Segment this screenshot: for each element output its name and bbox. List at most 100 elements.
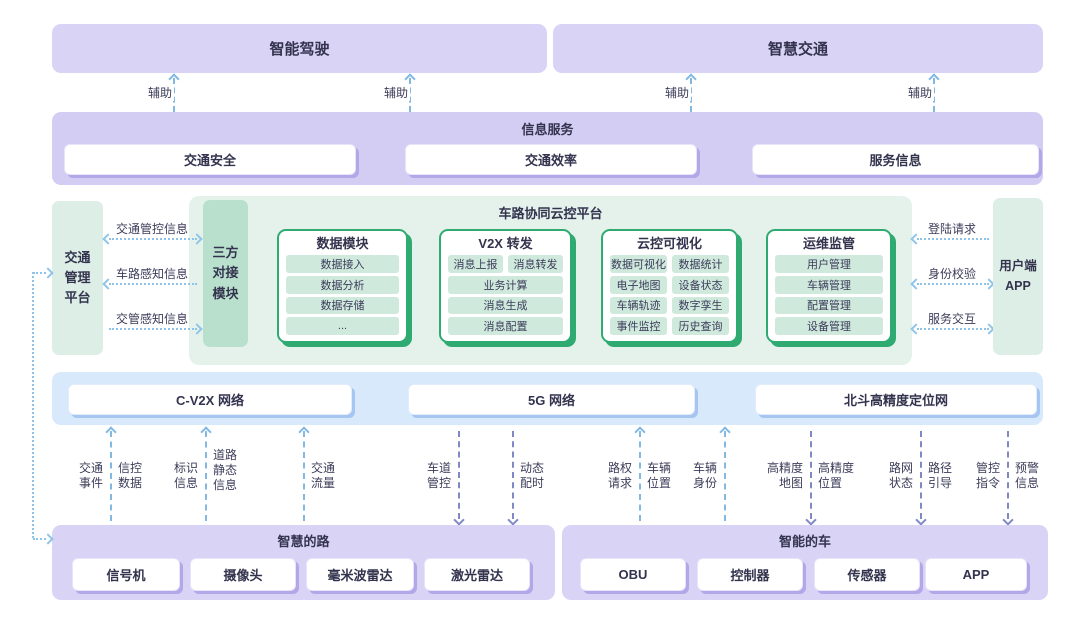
- link-label-road-perception-info: 车路感知信息: [115, 267, 188, 281]
- module-item: 数据可视化: [610, 255, 667, 273]
- info-item-traffic-efficiency: 交通效率: [405, 144, 697, 175]
- flow-label-row-request: 路权 请求: [607, 461, 632, 490]
- flow-label-route-guidance: 路径 引导: [928, 461, 953, 490]
- module-item: 数据存储: [286, 296, 399, 315]
- arrow-down-icon: [915, 514, 927, 526]
- road-item-lidar: 激光雷达: [424, 558, 530, 591]
- flow-label-warning-info: 预警 信息: [1015, 461, 1040, 490]
- link-line: [917, 328, 989, 330]
- road-item-signal-machine: 信号机: [72, 558, 180, 591]
- module-item: 数据接入: [286, 255, 399, 273]
- link-label-login-request: 登陆请求: [927, 222, 976, 236]
- side-connector-stub-top: [33, 272, 46, 274]
- module-item: 消息生成: [448, 296, 563, 315]
- flow-label-traffic-event: 交通 事件: [78, 461, 103, 490]
- flow-label-hd-position: 高精度 位置: [818, 461, 855, 490]
- flow-label-lane-control: 车道 管控: [426, 461, 451, 490]
- link-line: [109, 283, 197, 285]
- vehicle-item-app: APP: [925, 558, 1027, 591]
- arrow-up-icon: [404, 73, 416, 85]
- assist-label: 辅助: [382, 84, 411, 101]
- network-5g: 5G 网络: [408, 384, 695, 415]
- network-cv2x: C-V2X 网络: [68, 384, 352, 415]
- smart-road-title: 智慧的路: [277, 534, 330, 549]
- module-card-v2x: V2X 转发 消息上报 消息转发 业务计算 消息生成 消息配置: [439, 229, 572, 343]
- assist-label: 辅助: [146, 84, 175, 101]
- flow-line-up: [110, 431, 112, 521]
- arrow-down-icon: [805, 514, 817, 526]
- module-item: 配置管理: [775, 296, 883, 315]
- module-card-data: 数据模块 数据接入 数据分析 数据存储 ...: [277, 229, 408, 343]
- flow-line-up: [639, 431, 641, 521]
- flow-line-up: [303, 431, 305, 521]
- box-third-party-module: 三方 对接 模块: [203, 200, 248, 347]
- flow-line-down: [512, 431, 514, 519]
- info-item-traffic-safety: 交通安全: [64, 144, 356, 175]
- arrow-up-icon: [298, 426, 310, 438]
- box-intelligent-driving: 智能驾驶: [52, 24, 547, 73]
- smart-vehicle-title: 智能的车: [778, 534, 831, 549]
- flow-label-hd-map: 高精度 地图: [766, 461, 803, 490]
- module-item: ...: [286, 317, 399, 335]
- arrow-up-icon: [928, 73, 940, 85]
- module-item: 数据分析: [286, 275, 399, 294]
- module-item: 数字孪生: [672, 296, 729, 315]
- arrow-down-icon: [1002, 514, 1014, 526]
- flow-label-road-static-info: 道路 静态 信息: [213, 448, 238, 492]
- module-item: 数据统计: [672, 255, 729, 273]
- arrow-up-icon: [719, 426, 731, 438]
- flow-label-vehicle-identity: 车辆 身份: [692, 461, 717, 490]
- vehicle-item-sensor: 传感器: [814, 558, 920, 591]
- arrow-down-icon: [507, 514, 519, 526]
- flow-label-control-command: 管控 指令: [975, 461, 1000, 490]
- arrow-up-icon: [634, 426, 646, 438]
- arrow-up-icon: [105, 426, 117, 438]
- road-item-camera: 摄像头: [190, 558, 296, 591]
- network-beidou: 北斗高精度定位网: [755, 384, 1037, 415]
- info-service-title: 信息服务: [521, 122, 574, 137]
- link-line: [109, 328, 197, 330]
- arrow-up-icon: [168, 73, 180, 85]
- module-item: 车辆管理: [775, 275, 883, 294]
- module-item: 消息转发: [508, 255, 563, 273]
- assist-label: 辅助: [906, 84, 935, 101]
- module-card-visualization: 云控可视化 数据可视化 数据统计 电子地图 设备状态 车辆轨迹 数字孪生 事件监…: [601, 229, 738, 343]
- link-line: [109, 238, 197, 240]
- flow-line-down: [1007, 431, 1009, 519]
- flow-line-up: [205, 431, 207, 521]
- side-connector-stub-bottom: [33, 538, 46, 540]
- module-item: 历史查询: [672, 317, 729, 335]
- flow-line-down: [920, 431, 922, 519]
- flow-label-roadnet-status: 路网 状态: [888, 461, 913, 490]
- module-item: 电子地图: [610, 275, 667, 294]
- link-label-identity-verification: 身份校验: [927, 267, 976, 281]
- flow-label-dynamic-timing: 动态 配时: [520, 461, 545, 490]
- flow-line-down: [458, 431, 460, 519]
- link-label-police-perception-info: 交管感知信息: [115, 312, 188, 326]
- link-line: [917, 283, 989, 285]
- road-item-mmwave-radar: 毫米波雷达: [306, 558, 414, 591]
- module-title: 云控可视化: [636, 236, 702, 251]
- link-label-service-interaction: 服务交互: [927, 312, 976, 326]
- flow-line-up: [724, 431, 726, 521]
- flow-label-vehicle-position: 车辆 位置: [647, 461, 672, 490]
- flow-label-traffic-volume: 交通 流量: [311, 461, 336, 490]
- link-label-traffic-control-info: 交通管控信息: [115, 222, 188, 236]
- module-item: 车辆轨迹: [610, 296, 667, 315]
- cloud-platform-title: 车路协同云控平台: [498, 206, 603, 221]
- module-title: V2X 转发: [478, 236, 533, 251]
- module-item: 消息上报: [448, 255, 503, 273]
- arrow-up-icon: [685, 73, 697, 85]
- module-title: 数据模块: [316, 236, 369, 251]
- vehicle-item-obu: OBU: [580, 558, 686, 591]
- vehicle-item-controller: 控制器: [697, 558, 803, 591]
- assist-label: 辅助: [663, 84, 692, 101]
- info-item-service-info: 服务信息: [752, 144, 1039, 175]
- module-item: 设备管理: [775, 317, 883, 335]
- module-title: 运维监管: [802, 236, 855, 251]
- flow-line-down: [810, 431, 812, 519]
- module-item: 用户管理: [775, 255, 883, 273]
- module-card-ops: 运维监管 用户管理 车辆管理 配置管理 设备管理: [766, 229, 892, 343]
- module-item: 事件监控: [610, 317, 667, 335]
